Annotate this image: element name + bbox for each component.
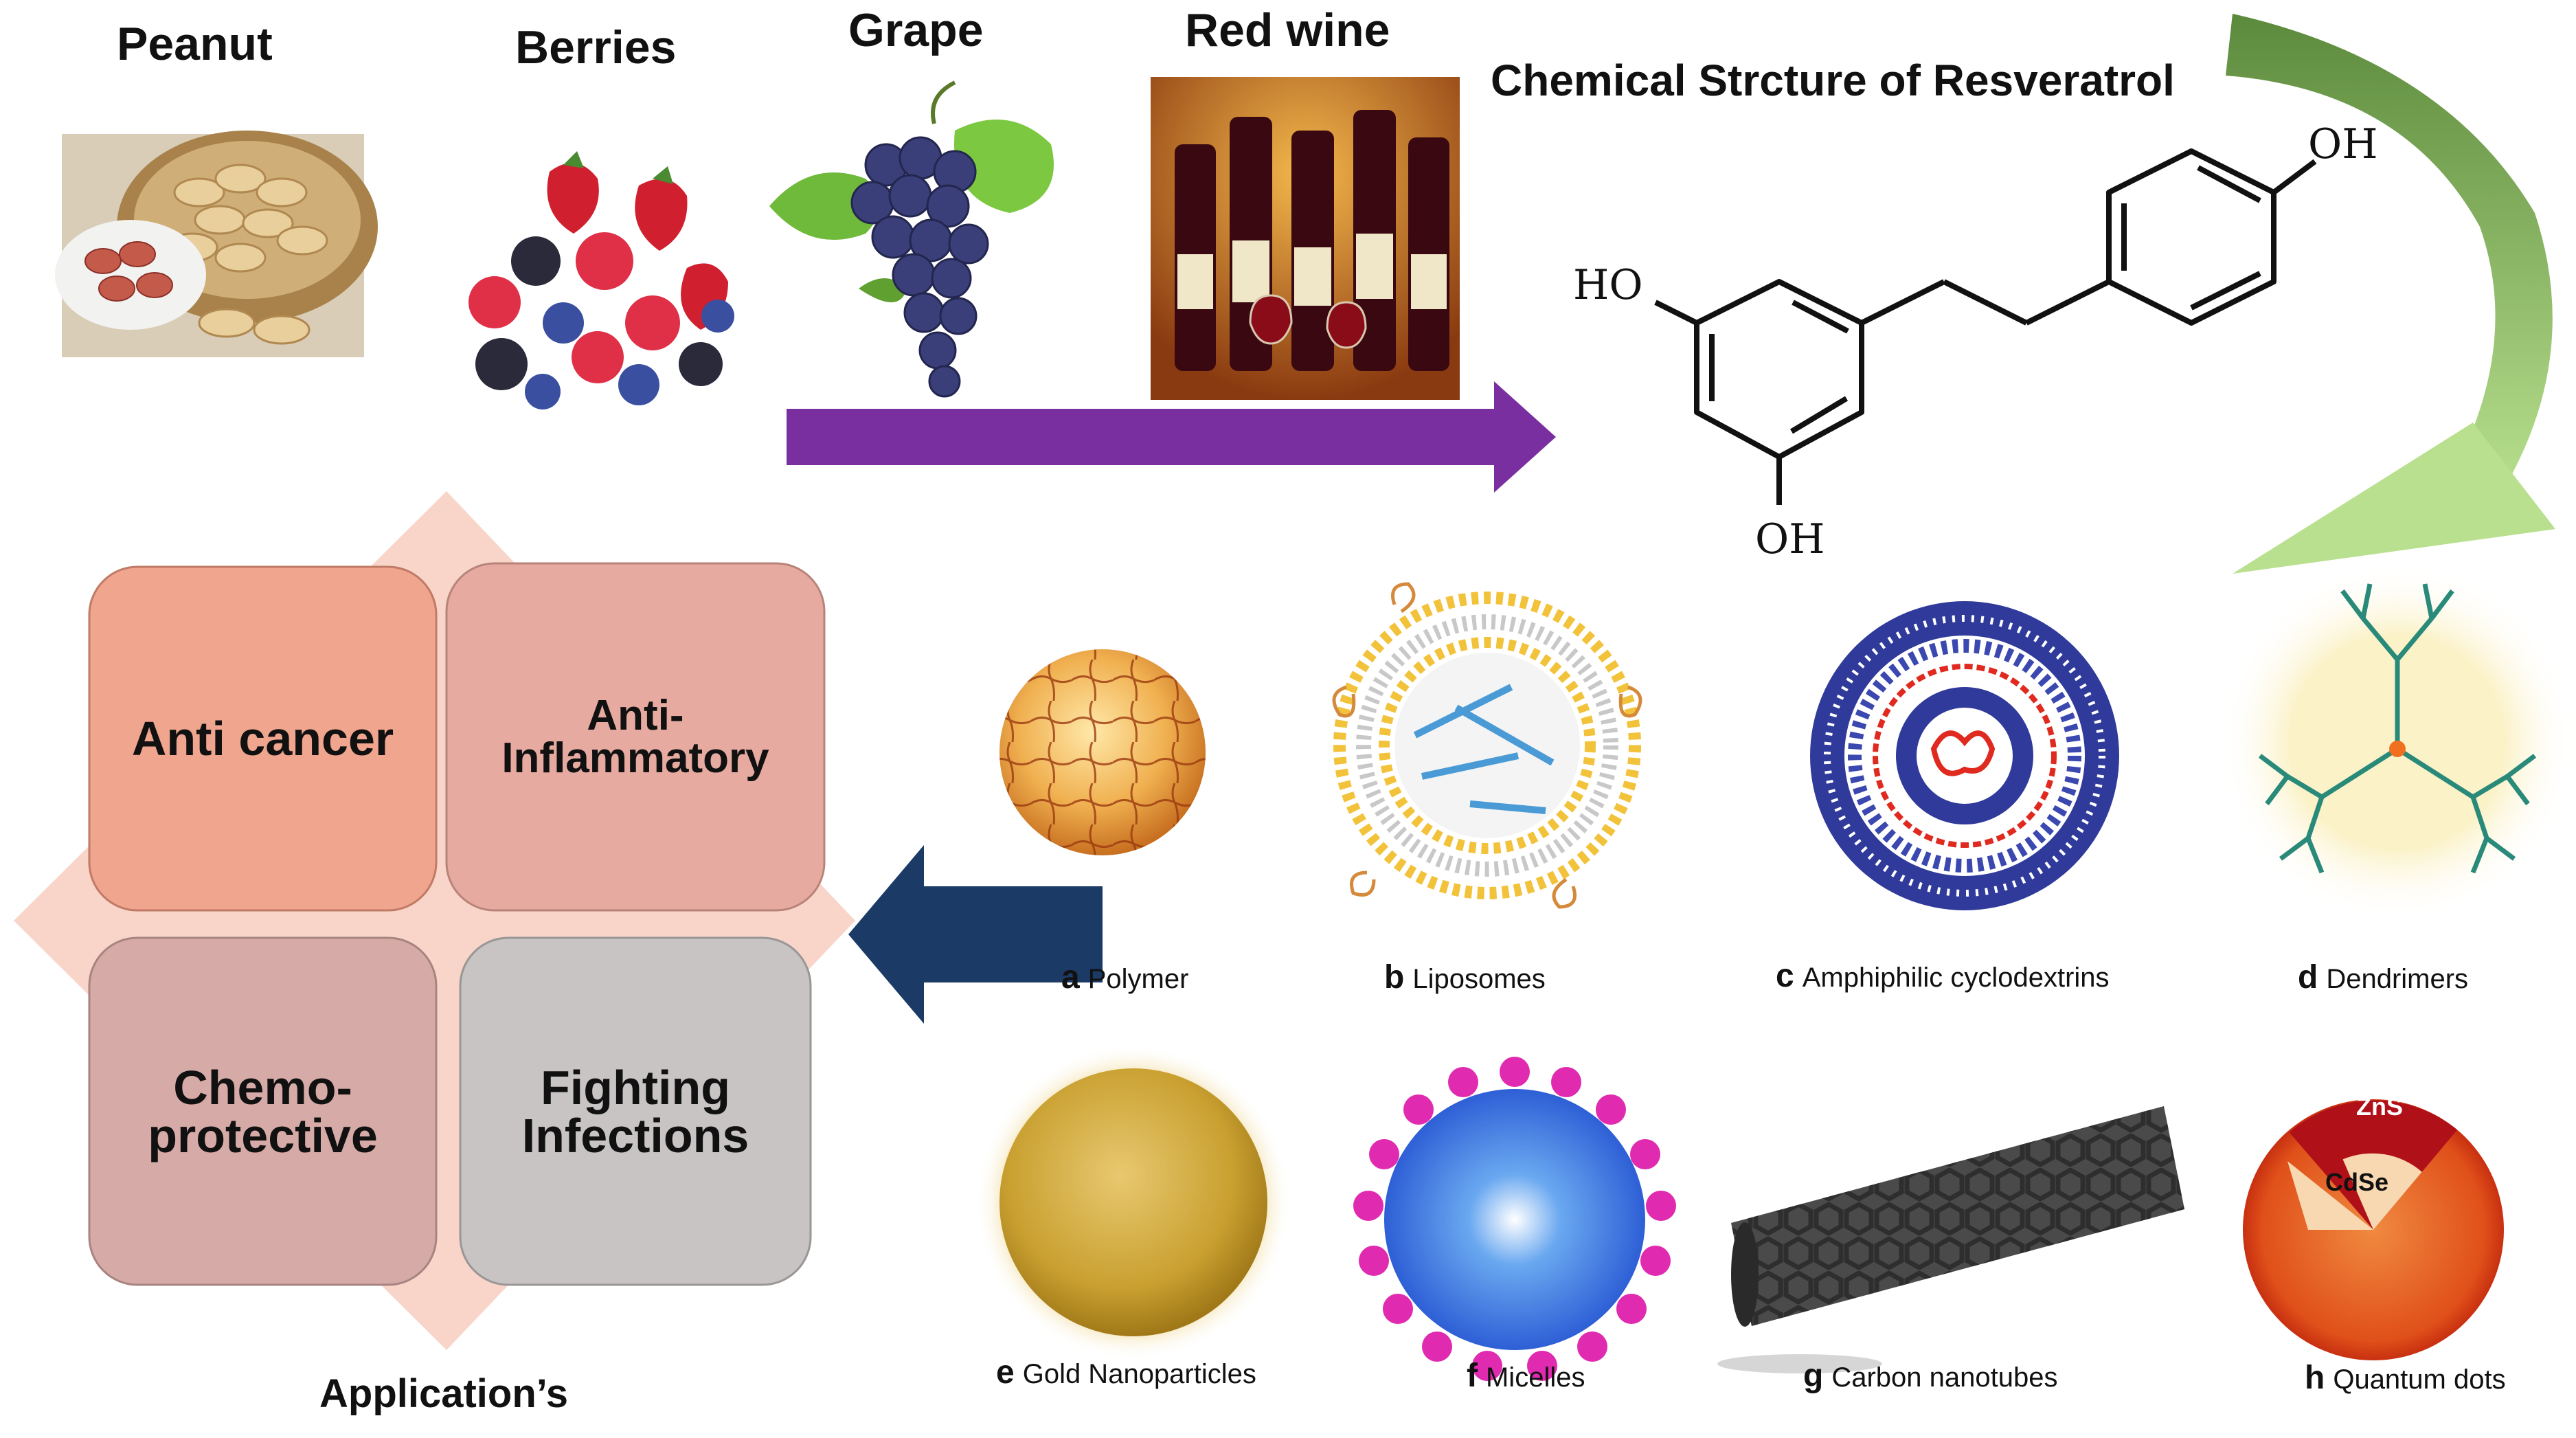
gold-nanoparticle-image	[975, 1044, 1291, 1360]
fighting-infections-label: Fighting Infections	[521, 1060, 749, 1162]
carbon-nanotube-image	[1717, 1106, 2184, 1373]
resveratrol-structure	[1654, 148, 2317, 505]
structure-title: Chemical Strcture of Resveratrol	[1491, 56, 2175, 105]
ho-left-label: HO	[1573, 261, 1643, 309]
purple-arrow	[787, 381, 1556, 493]
micelle-image	[1353, 1057, 1676, 1381]
polymer-image	[999, 649, 1206, 855]
quantum-dot-shell-label: ZnS	[2356, 1092, 2403, 1121]
anti-cancer-label: Anti cancer	[131, 712, 394, 765]
anti-inflammatory-label: Anti- Inflammatory	[501, 691, 769, 782]
box-anti-cancer	[88, 565, 438, 912]
dendrimer-image	[2219, 563, 2576, 921]
berries-image	[464, 134, 749, 416]
grape-image	[769, 80, 1054, 398]
quantum-dot-core-label: CdSe	[2325, 1168, 2389, 1196]
box-fighting-infections	[459, 936, 812, 1286]
chemo-protective-label: Chemo- protective	[148, 1060, 378, 1162]
grape-label: Grape	[848, 4, 984, 56]
liposome-image	[1332, 582, 1642, 909]
berries-label: Berries	[515, 21, 677, 74]
cyclodextrin-image	[1810, 601, 2119, 910]
navy-arrow	[848, 845, 1103, 1024]
box-chemo-protective	[88, 936, 438, 1286]
green-curved-arrow	[2226, 14, 2555, 574]
oh-top-label: OH	[2308, 120, 2378, 168]
box-anti-inflammatory	[445, 562, 826, 912]
quantum-dot-image	[2243, 1099, 2504, 1360]
red-wine-label: Red wine	[1185, 4, 1390, 56]
peanut-image	[55, 131, 378, 357]
peanut-label: Peanut	[117, 18, 273, 70]
red-wine-image	[1151, 77, 1460, 400]
oh-bottom-label: OH	[1755, 515, 1825, 563]
applications-caption: Application’s	[319, 1371, 568, 1416]
